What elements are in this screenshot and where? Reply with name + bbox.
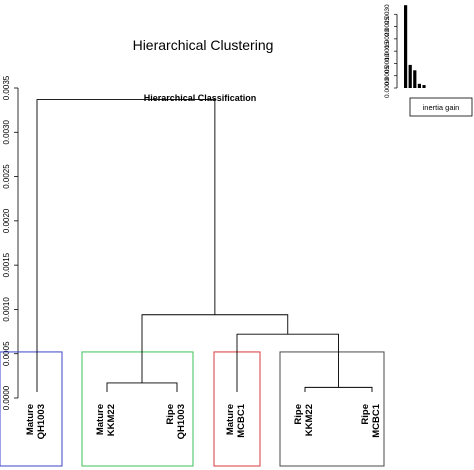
y-tick-label: 0.0025: [2, 164, 11, 189]
dendrogram-link: [304, 386, 373, 392]
dendrogram-link: [236, 333, 339, 392]
cluster-box-green: [81, 351, 194, 467]
leaf-label-line1: Ripe: [165, 404, 176, 425]
dendrogram-link: [106, 382, 178, 392]
inset-y-tick-label: 0.0005: [384, 65, 391, 85]
leaf-label-line1: Mature: [225, 404, 236, 435]
leaf-label-line2: MCBC1: [371, 403, 382, 437]
inset-bars: [404, 5, 426, 89]
y-tick-label: 0.0015: [2, 252, 11, 277]
leaf-label-line2: QH1003: [36, 404, 47, 439]
leaf-label-line1: Ripe: [360, 404, 371, 425]
y-tick-label: 0.0010: [2, 297, 11, 322]
inset-y-axis: 0.00000.00050.00100.00150.00200.00250.00…: [384, 4, 398, 98]
dendrogram-link: [36, 99, 216, 392]
dendrogram: [36, 99, 373, 392]
y-tick-label: 0.0020: [2, 208, 11, 233]
inset-legend-box: [409, 97, 473, 117]
leaf-label-line2: KKM22: [304, 404, 315, 436]
inertia-gain-bar: [413, 70, 417, 88]
leaf-label-line2: MCBC1: [236, 403, 247, 437]
inset-y-tick-label: 0.0000: [384, 78, 391, 98]
leaf-label-line1: Mature: [95, 404, 106, 435]
figure-title: Hierarchical Clustering: [133, 37, 274, 53]
cluster-boxes: [0, 351, 385, 467]
cluster-box-gray: [279, 351, 385, 467]
dendrogram-link: [141, 314, 289, 383]
leaf-label-line2: KKM22: [106, 404, 117, 436]
y-tick-label: 0.0000: [2, 385, 11, 410]
inertia-gain-bar: [408, 64, 412, 88]
leaf-label-line1: Ripe: [293, 404, 304, 425]
inertia-gain-bar: [422, 85, 426, 88]
y-tick-label: 0.0035: [2, 75, 11, 100]
inset-y-tick-label: 0.0025: [384, 16, 391, 36]
inset-y-tick-label: 0.0020: [384, 29, 391, 49]
inset-y-tick-label: 0.0030: [384, 4, 391, 24]
inset-y-tick-label: 0.0010: [384, 53, 391, 73]
cluster-box-blue: [0, 351, 63, 467]
y-tick-label: 0.0030: [2, 120, 11, 145]
inertia-gain-bar: [404, 5, 408, 89]
leaf-label-line1: Mature: [25, 404, 36, 435]
y-axis: 0.0000 0.0005 0.0010 0.0015 0.0020 0.0025 0.00…: [2, 75, 19, 410]
inset-y-tick-label: 0.0015: [384, 41, 391, 61]
y-tick-label: 0.0005: [2, 341, 11, 366]
inertia-gain-bar: [417, 83, 421, 88]
inset-legend-label: inertia gain: [423, 103, 460, 112]
chart-subtitle: Hierarchical Classification: [144, 93, 257, 103]
leaf-label-line2: QH1003: [176, 404, 187, 439]
inertia-gain-inset: 0.00000.00050.00100.00150.00200.00250.00…: [384, 4, 473, 117]
